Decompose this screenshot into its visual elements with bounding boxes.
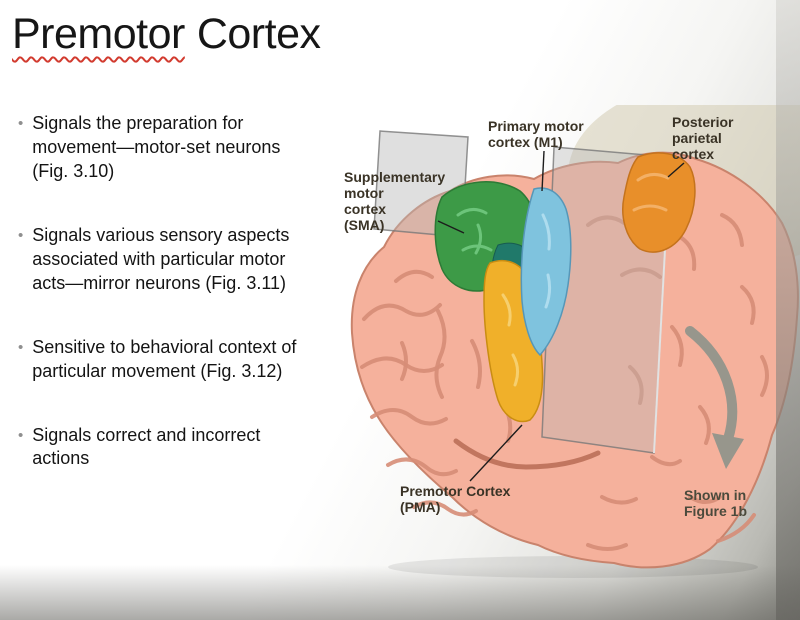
bullet-item: • Signals various sensory aspects associ…	[18, 224, 318, 296]
pma-leader-line	[469, 424, 523, 482]
title-word-cortex: Cortex	[196, 10, 321, 58]
label-sma: Supplementary motor cortex (SMA)	[344, 169, 446, 234]
bullet-item: • Sensitive to behavioral context of par…	[18, 336, 318, 384]
label-premotor-cortex: Premotor Cortex (PMA)	[400, 483, 511, 516]
figure-arrow	[685, 326, 744, 469]
parietal-accent-lines	[632, 173, 670, 212]
bullet-marker: •	[18, 338, 24, 356]
title-word-premotor: Premotor	[12, 10, 185, 58]
brain-illustration	[350, 105, 800, 578]
label-leader-lines	[437, 150, 685, 482]
bullet-marker: •	[18, 426, 24, 444]
sma-leader-line	[437, 220, 465, 234]
bullet-item: • Signals the preparation for movement—m…	[18, 112, 318, 184]
bullet-marker: •	[18, 115, 24, 132]
bullet-list: • Signals the preparation for movement—m…	[18, 112, 318, 511]
m1-accent-lines	[541, 213, 552, 309]
label-shown-in-figure: Shown in Figure 1b	[684, 487, 748, 520]
sma-accent-lines	[456, 208, 493, 255]
label-posterior-parietal: Posterior parietal cortex	[672, 114, 734, 163]
bullet-text: Signals various sensory aspects associat…	[32, 224, 290, 293]
sylvian-fissure	[453, 438, 601, 470]
parietal-leader-line	[667, 162, 685, 178]
bullet-text: Signals correct and incorrect actions	[32, 424, 261, 469]
brain-figure: Supplementary motor cortex (SMA) Primary…	[338, 105, 800, 580]
premotor-accent-lines	[501, 293, 520, 387]
bullet-text: Signals the preparation for movement—mot…	[32, 113, 281, 181]
m1-region	[520, 187, 572, 357]
gyri-lines	[360, 213, 769, 551]
m1-leader-line	[541, 150, 545, 192]
bullet-marker: •	[18, 226, 24, 244]
label-primary-motor-cortex: Primary motor cortex (M1)	[488, 118, 584, 151]
bullet-text: Sensitive to behavioral context of parti…	[32, 336, 297, 381]
bullet-item: • Signals correct and incorrect actions	[18, 424, 318, 472]
brain-shadow	[388, 556, 758, 578]
